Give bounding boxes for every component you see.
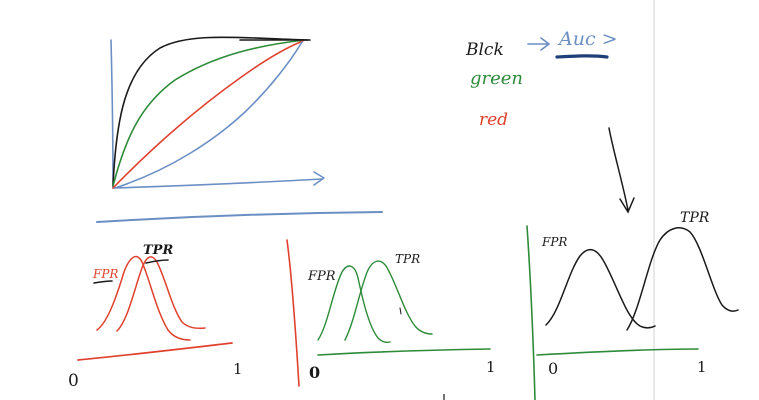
green-zero-label: 0 <box>309 363 320 382</box>
legend-green-label: green <box>470 68 523 89</box>
red-tpr-label: TPR <box>143 243 173 258</box>
green-fpr-label: FPR <box>307 269 336 284</box>
black-y-axis <box>526 225 536 400</box>
red-fpr-curve <box>96 255 191 341</box>
roc-y-axis <box>110 39 114 189</box>
red-fpr-label: FPR <box>92 267 118 281</box>
green-tpr-curve <box>344 260 433 341</box>
red-tpr-curve <box>116 256 206 332</box>
black-tpr-curve <box>626 227 739 331</box>
black-zero-label: 0 <box>548 359 558 378</box>
legend-red-label: red <box>479 110 508 130</box>
legend-auc-note: Auc > <box>557 28 618 50</box>
green-tick-mark <box>399 307 402 315</box>
roc-curve-red <box>112 40 304 189</box>
green-one-label: 1 <box>486 358 496 376</box>
red-one-label: 1 <box>233 360 243 378</box>
panel-red: FPR TPR 0 1 <box>68 243 243 391</box>
roc-curve-green <box>112 39 306 187</box>
red-tpr-underline <box>145 259 169 264</box>
green-tpr-label: TPR <box>395 252 420 266</box>
roc-chart <box>96 36 383 223</box>
red-fpr-underline <box>93 280 113 284</box>
roc-curve-blue <box>114 41 303 189</box>
green-y-axis <box>286 239 300 387</box>
green-x-axis <box>317 348 491 356</box>
roc-x-axis-arrowhead <box>313 171 325 186</box>
red-zero-label: 0 <box>68 371 79 391</box>
legend-auc-underline <box>555 54 609 59</box>
red-axis <box>77 342 233 361</box>
pointer-arrow <box>608 127 635 214</box>
black-fpr-label: FPR <box>541 235 567 249</box>
green-fpr-curve <box>317 265 391 344</box>
legend-notes: Blck green red Auc > <box>465 28 635 214</box>
black-one-label: 1 <box>697 358 707 376</box>
legend-arrow <box>527 37 551 51</box>
legend-black-label: Blck <box>465 40 504 60</box>
panel-black: FPR TPR 0 1 <box>526 210 739 400</box>
roc-underline <box>96 211 383 223</box>
black-x-axis <box>536 348 699 356</box>
black-tpr-label: TPR <box>680 210 710 226</box>
roc-curve-black <box>112 36 309 187</box>
panel-green: FPR TPR 0 1 <box>286 239 496 387</box>
black-fpr-curve <box>545 248 656 329</box>
roc-x-axis <box>112 178 323 189</box>
